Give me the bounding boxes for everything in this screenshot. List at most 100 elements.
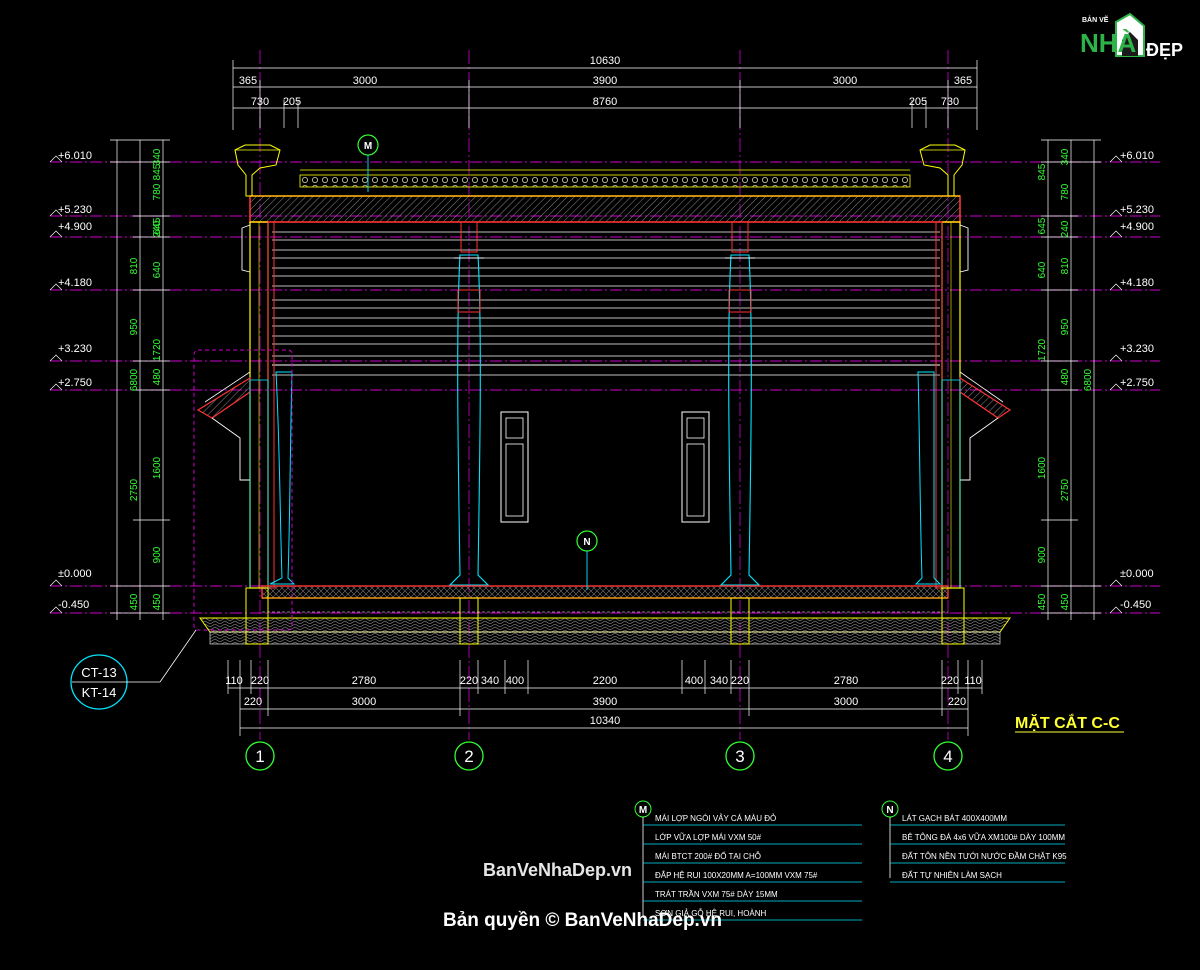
vdim-r-inner-9b: 450 bbox=[1060, 593, 1071, 610]
dim-bot-10: 220 bbox=[731, 675, 749, 687]
dim-bot-r2-4: 3000 bbox=[834, 696, 858, 708]
dim-top-3: 3900 bbox=[593, 75, 617, 87]
logo-small: BẢN VẼ bbox=[1082, 15, 1109, 24]
grid-label-3: 3 bbox=[735, 747, 744, 766]
note-m-1: MÁI LỢP NGÓI VẢY CÁ MÀU ĐỎ bbox=[655, 814, 776, 823]
vdim-r-mid-1: 845 bbox=[1037, 163, 1048, 180]
vdim-l-mid-5: 2750 bbox=[129, 478, 140, 501]
vdim-r-inner-4: 810 bbox=[1060, 257, 1071, 274]
vdim-l-inner-1: 340 bbox=[152, 148, 163, 165]
grid-label-1: 1 bbox=[255, 747, 264, 766]
dim-bot-1: 110 bbox=[225, 675, 243, 687]
level-right-8: -0.450 bbox=[1120, 599, 1151, 611]
tag-m-label: M bbox=[364, 141, 372, 152]
grid-label-2: 2 bbox=[464, 747, 473, 766]
dim-bot-3: 2780 bbox=[352, 675, 376, 687]
grid-bubble-2: 2 bbox=[454, 741, 484, 771]
vdim-l-mid-1: 845 bbox=[152, 163, 163, 180]
dim-bot-r2-5: 220 bbox=[948, 696, 966, 708]
vdim-l-inner-2: 780 bbox=[152, 183, 163, 200]
section-title: MẶT CẮT C-C bbox=[1015, 713, 1120, 732]
vdim-l-mid-4: 1720 bbox=[152, 338, 163, 361]
notes-n: N LÁT GẠCH BÁT 400X400MM BÊ TÔNG ĐÁ 4x6 … bbox=[881, 800, 1067, 883]
vdim-r-inner-9: 450 bbox=[1037, 593, 1048, 610]
vdim-l-mid-2: 645 bbox=[152, 217, 163, 234]
top-dimensions bbox=[232, 60, 978, 130]
site-logo: BẢN VẼ NHÀ ĐẸP bbox=[1080, 12, 1183, 60]
dim-bot-7: 2200 bbox=[593, 675, 617, 687]
vdim-l-inner-4: 810 bbox=[129, 257, 140, 274]
tag-m: M bbox=[357, 134, 379, 192]
level-right-3: +4.900 bbox=[1120, 221, 1154, 233]
dim-bot-12: 220 bbox=[941, 675, 959, 687]
dim-bot-6: 400 bbox=[506, 675, 524, 687]
vdim-r-inner-1: 340 bbox=[1060, 148, 1071, 165]
dim-bot-9: 340 bbox=[710, 675, 728, 687]
detail-ref: CT-13 KT-14 bbox=[70, 654, 160, 710]
vdim-l-inner-5: 950 bbox=[129, 318, 140, 335]
dim-bot-4: 220 bbox=[460, 675, 478, 687]
level-right-5: +3.230 bbox=[1120, 343, 1154, 355]
dim-top-5: 365 bbox=[954, 75, 972, 87]
vdim-l-outer: 6800 bbox=[129, 368, 140, 391]
dim-top-4: 3000 bbox=[833, 75, 857, 87]
tag-n: N bbox=[576, 530, 598, 590]
dim-bot-11: 2780 bbox=[834, 675, 858, 687]
grid-label-4: 4 bbox=[943, 747, 952, 766]
level-right-2: +5.230 bbox=[1120, 204, 1154, 216]
dim-top-1: 365 bbox=[239, 75, 257, 87]
dim-bot-8: 400 bbox=[685, 675, 703, 687]
vdim-r-inner-7: 1600 bbox=[1037, 456, 1048, 479]
dim-top-r3-2: 205 bbox=[283, 96, 301, 108]
grid-bubble-4: 4 bbox=[933, 741, 963, 771]
level-left-1: +6.010 bbox=[58, 150, 92, 162]
dim-top-2: 3000 bbox=[353, 75, 377, 87]
logo-suffix: ĐẸP bbox=[1146, 40, 1183, 60]
level-right-1: +6.010 bbox=[1120, 150, 1154, 162]
note-n-3: ĐẤT TÔN NỀN TƯỚI NƯỚC ĐẦM CHẶT K95 bbox=[902, 851, 1067, 861]
vdim-l-inner-450b: 450 bbox=[152, 593, 163, 610]
level-left-4: +4.180 bbox=[58, 277, 92, 289]
dim-top-r3-3: 8760 bbox=[593, 96, 617, 108]
level-left-3: +4.900 bbox=[58, 221, 92, 233]
vdim-r-inner-3: 240 bbox=[1060, 220, 1071, 237]
level-markers bbox=[49, 155, 1123, 614]
level-left-5: +3.230 bbox=[58, 343, 92, 355]
detail-ref-bottom: KT-14 bbox=[82, 685, 117, 700]
level-right-6: +2.750 bbox=[1120, 377, 1154, 389]
vdim-l-mid-3: 640 bbox=[152, 261, 163, 278]
note-m-4: ĐẮP HỆ RUI 100X20MM A=100MM VXM 75# bbox=[655, 871, 818, 880]
level-left-7: ±0.000 bbox=[58, 568, 92, 580]
vdim-r-inner-5: 950 bbox=[1060, 318, 1071, 335]
level-left-8: -0.450 bbox=[58, 599, 89, 611]
vdim-r-mid-2: 645 bbox=[1037, 217, 1048, 234]
detail-ref-top: CT-13 bbox=[81, 665, 116, 680]
dim-bot-2: 220 bbox=[251, 675, 269, 687]
vdim-r-mid-3: 640 bbox=[1037, 261, 1048, 278]
note-n-1: LÁT GẠCH BÁT 400X400MM bbox=[902, 814, 1007, 823]
vdim-r-mid-5: 2750 bbox=[1060, 478, 1071, 501]
note-n-2: BÊ TÔNG ĐÁ 4x6 VỮA XM100# DÀY 100MM bbox=[902, 833, 1065, 842]
vdim-r-outer: 6800 bbox=[1083, 368, 1094, 391]
dim-top-r3-1: 730 bbox=[251, 96, 269, 108]
note-n-4: ĐẤT TỰ NHIÊN LÀM SẠCH bbox=[902, 870, 1002, 880]
bottom-dimensions bbox=[227, 660, 983, 736]
vdim-l-inner-7: 1600 bbox=[152, 456, 163, 479]
vdim-l-inner-3: 240 bbox=[152, 220, 163, 237]
grid-bubble-1: 1 bbox=[245, 741, 275, 771]
vdim-l-inner-8: 900 bbox=[152, 546, 163, 563]
vertical-dim-lines bbox=[116, 140, 1095, 620]
level-right-4: +4.180 bbox=[1120, 277, 1154, 289]
grid-bubble-3: 3 bbox=[725, 741, 755, 771]
level-left-2: +5.230 bbox=[58, 204, 92, 216]
notes-n-marker: N bbox=[886, 805, 893, 816]
vdim-l-inner-9: 450 bbox=[129, 593, 140, 610]
watermark-copyright: Bản quyền © BanVeNhaDep.vn bbox=[443, 910, 722, 931]
vdim-r-mid-4: 1720 bbox=[1037, 338, 1048, 361]
notes-m: M MÁI LỢP NGÓI VẢY CÁ MÀU ĐỎ LỚP VỮA LỢP… bbox=[634, 800, 862, 921]
dim-bot-5: 340 bbox=[481, 675, 499, 687]
dim-bot-r2-3: 3900 bbox=[593, 696, 617, 708]
dim-top-r3-5: 730 bbox=[941, 96, 959, 108]
notes-m-marker: M bbox=[639, 805, 647, 816]
